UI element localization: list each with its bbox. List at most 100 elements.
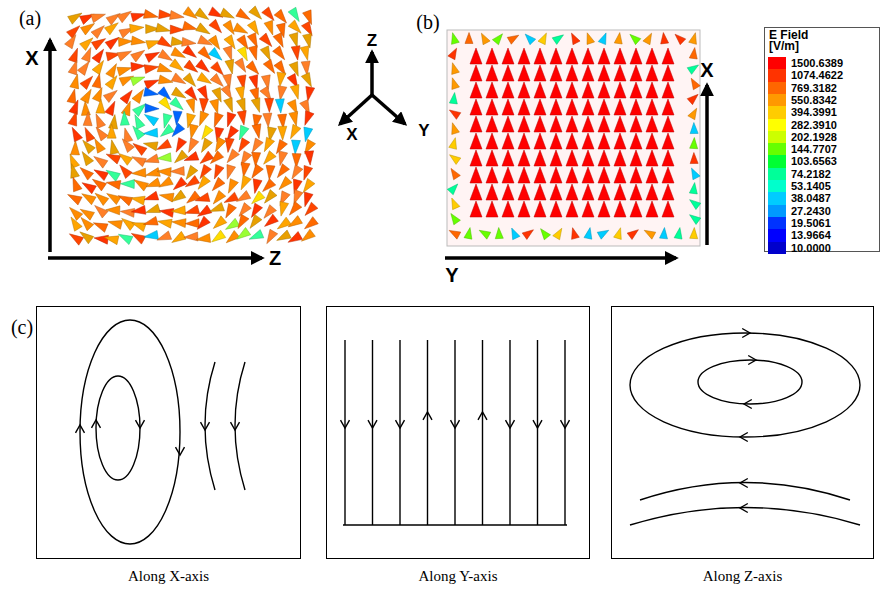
field-cone (507, 35, 519, 44)
field-cone (145, 104, 159, 113)
arrow-chevron (423, 412, 432, 420)
field-cone (534, 167, 546, 183)
field-cone (582, 167, 594, 183)
field-cone (518, 150, 530, 166)
field-cone (196, 233, 210, 242)
field-cone (92, 74, 101, 89)
field-cone (486, 48, 498, 64)
field-cone (134, 180, 148, 191)
field-cone (159, 176, 173, 187)
field-cone (143, 128, 157, 137)
legend-value: 1500.6389 (791, 57, 843, 69)
field-cone (687, 94, 698, 104)
field-cone (662, 116, 674, 132)
legend-swatch (768, 82, 786, 95)
legend-value: 27.2430 (791, 205, 831, 217)
field-cone (95, 139, 106, 153)
field-cone (124, 128, 133, 143)
field-cone (182, 21, 197, 30)
legend-swatch (768, 168, 786, 181)
field-cone (534, 99, 546, 115)
field-cone (273, 33, 283, 48)
field-cone (105, 101, 115, 116)
field-cone (465, 33, 473, 44)
field-cone (279, 176, 292, 189)
field-cone (263, 179, 276, 192)
field-cone (502, 48, 514, 64)
field-cone (582, 82, 594, 98)
field-cone (278, 86, 287, 101)
field-cone (644, 230, 656, 239)
field-cone (566, 99, 578, 115)
field-cone (170, 59, 184, 71)
field-cone (566, 116, 578, 132)
field-cone (107, 194, 121, 205)
field-cone (690, 215, 701, 225)
field-cone (305, 151, 314, 165)
field-cone (450, 155, 461, 165)
field-cone (518, 167, 530, 183)
field-cone (566, 82, 578, 98)
field-cone (492, 34, 502, 45)
field-cone (120, 111, 129, 125)
field-cone (541, 229, 551, 240)
field-cone (518, 99, 530, 115)
field-cone (237, 35, 248, 49)
field-cone (131, 36, 145, 45)
field-cone (691, 78, 700, 89)
field-cone (534, 150, 546, 166)
field-cone (106, 170, 120, 181)
field-cone (292, 165, 303, 179)
axis-arrow (48, 40, 52, 252)
field-cone (304, 165, 313, 180)
field-cone (68, 195, 82, 206)
field-cone (614, 99, 626, 115)
triad-arrow (370, 52, 374, 95)
field-cone (144, 114, 158, 125)
panel-label: (b) (416, 12, 439, 32)
field-cone (110, 140, 119, 155)
arrow-chevron (748, 356, 756, 365)
field-cone (566, 150, 578, 166)
field-cone (481, 33, 490, 45)
field-cone (252, 164, 264, 178)
field-cone (452, 78, 460, 90)
field-cone (210, 99, 219, 114)
legend-swatch (768, 155, 786, 168)
field-cone (106, 181, 121, 190)
field-cone (584, 228, 592, 240)
field-cone (646, 65, 658, 81)
arrow-chevron (176, 447, 185, 455)
field-cone (470, 48, 482, 64)
field-cone (233, 23, 248, 33)
field-cone (239, 203, 251, 217)
field-cone (688, 108, 697, 120)
field-cone (534, 82, 546, 98)
field-cone (630, 167, 642, 183)
field-cone (105, 76, 117, 90)
field-cone (662, 99, 674, 115)
plot-frame: Along Y-axis (326, 306, 590, 559)
field-cone (94, 170, 108, 181)
field-cone (241, 175, 251, 190)
field-loop (96, 376, 140, 480)
field-line (399, 340, 400, 525)
arrow-chevron (744, 400, 752, 409)
field-cone (118, 196, 133, 206)
field-cone (566, 133, 578, 149)
field-cone (236, 191, 250, 202)
field-cone (264, 151, 277, 165)
field-cone (690, 123, 698, 134)
field-cone (187, 191, 201, 203)
field-cone (288, 20, 301, 33)
arrow-chevron (201, 422, 210, 430)
field-cone (130, 24, 144, 33)
field-cone (71, 164, 80, 179)
field-cone (212, 177, 225, 190)
field-line (537, 340, 538, 525)
field-cone (662, 201, 674, 217)
field-cone (614, 150, 626, 166)
field-cone (133, 143, 147, 155)
field-cone (81, 101, 90, 115)
field-cone (182, 37, 196, 46)
